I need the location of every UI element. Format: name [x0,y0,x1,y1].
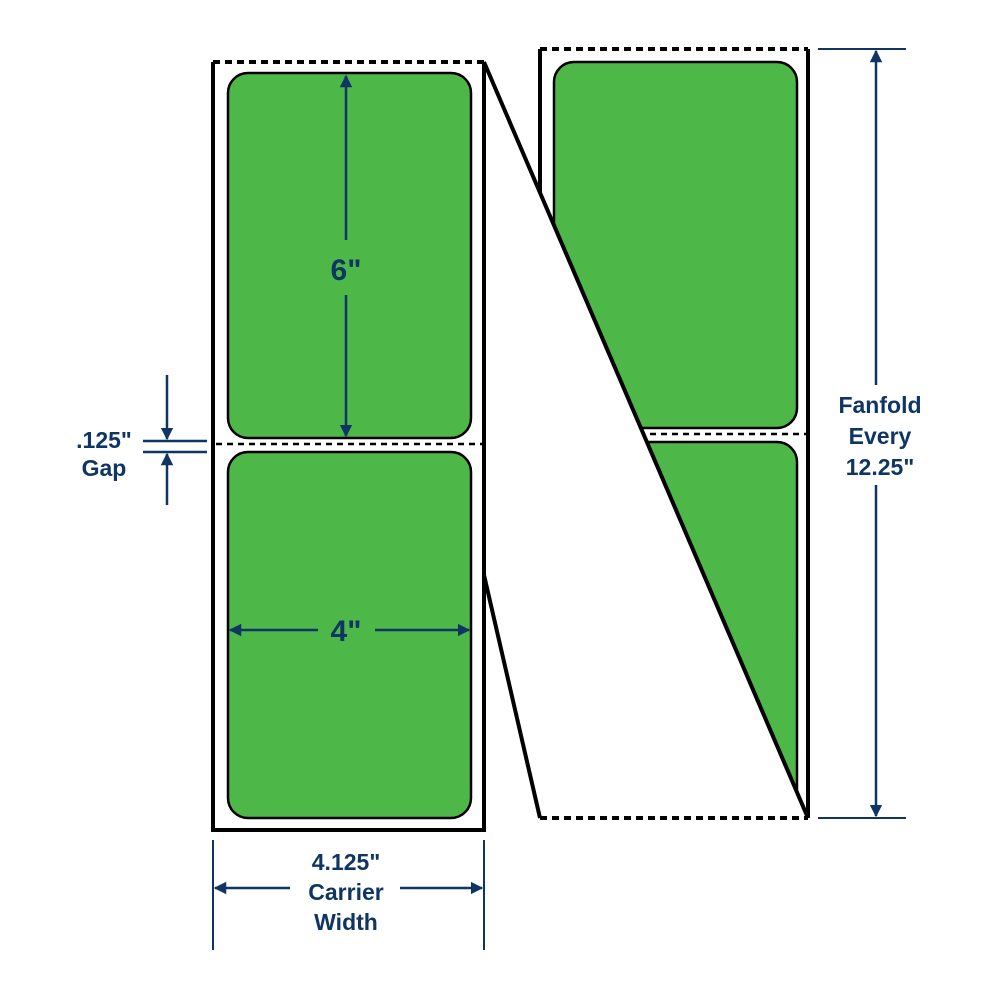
fanfold-value: 12.25" [846,454,914,480]
label-top [226,71,473,440]
carrier-value: 4.125" [312,849,380,875]
carrier-label-2: Width [314,909,378,935]
gap-dimension: .125" Gap [76,375,207,505]
gap-value: .125" [76,427,132,453]
fanfold-label-2: Every [849,423,912,449]
fold-diagonal [482,61,810,819]
right-fold-panel [482,47,810,820]
left-carrier-panel [211,60,486,832]
fanfold-dimension: Fanfold Every 12.25" [818,48,922,819]
gap-label: Gap [82,455,127,481]
carrier-width-dimension: 4.125" Carrier Width [212,840,485,950]
folded-label-bottom [552,440,799,818]
width-dimension: 4" [228,615,471,648]
label-bottom [226,450,473,820]
folded-label-top [552,60,799,430]
fold-diagonal-lower [482,574,542,819]
width-value: 4" [331,615,362,648]
height-dimension: 6" [331,74,362,438]
carrier-label-1: Carrier [308,879,383,905]
height-value: 6" [331,254,362,287]
fanfold-label-1: Fanfold [838,392,921,418]
carrier-outline [211,62,486,832]
